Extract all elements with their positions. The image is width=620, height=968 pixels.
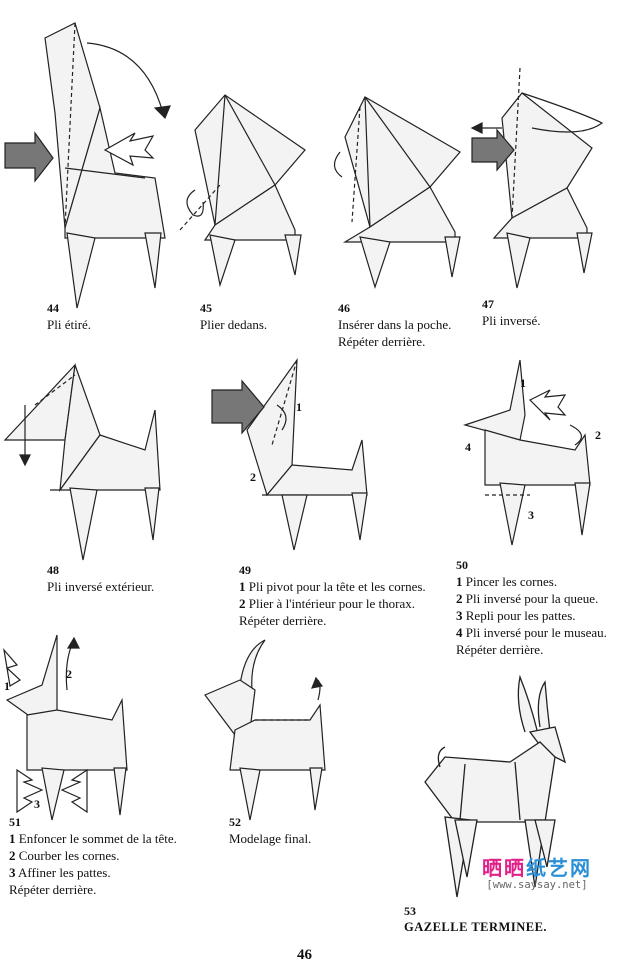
step-marker: 2 (239, 596, 246, 611)
step-text: Répéter derrière. (456, 642, 544, 657)
caption-line: 1 Pli pivot pour la tête et les cornes. (239, 578, 426, 595)
diagram-label-2: 2 (66, 667, 72, 681)
step-46-caption: 46 Insérer dans la poche. Répéter derriè… (338, 301, 451, 350)
step-45-diagram (175, 90, 310, 290)
step-text: Repli pour les pattes. (465, 608, 576, 623)
caption-line: Pli inversé extérieur. (47, 579, 155, 594)
caption-line: Insérer dans la poche. (338, 317, 452, 332)
step-49-diagram: 1 2 (211, 355, 377, 555)
caption-line: Modelage final. (229, 831, 312, 846)
diagram-label-1: 1 (520, 376, 526, 390)
step-text: Courber les cornes. (18, 848, 120, 863)
step-marker: 3 (456, 608, 463, 623)
step-44-caption: 44 Pli étiré. (47, 301, 91, 333)
caption-line: Plier dedans. (200, 317, 268, 332)
step-51-caption: 51 1 Enfoncer le sommet de la tête. 2 Co… (9, 815, 177, 898)
step-number: 48 (47, 563, 59, 577)
diagram-label-4: 4 (465, 440, 471, 454)
step-53-diagram (415, 672, 595, 902)
step-49-caption: 49 1 Pli pivot pour la tête et les corne… (239, 563, 426, 629)
step-number: 52 (229, 815, 241, 829)
step-45-caption: 45 Plier dedans. (200, 301, 267, 333)
step-52-caption: 52 Modelage final. (229, 815, 311, 847)
step-marker: 1 (9, 831, 16, 846)
step-marker: 1 (239, 579, 246, 594)
diagram-label-3: 3 (528, 508, 534, 522)
step-text: Pli pivot pour la tête et les cornes. (248, 579, 426, 594)
caption-line: 1 Pincer les cornes. (456, 573, 607, 590)
step-marker: 3 (9, 865, 16, 880)
caption-line: Répéter derrière. (9, 881, 177, 898)
caption-line: 3 Affiner les pattes. (9, 864, 177, 881)
step-47-diagram (470, 67, 612, 293)
step-text: Pli inversé pour la queue. (465, 591, 599, 606)
watermark: 晒晒纸艺网 [www.saysay.net] (482, 852, 592, 891)
step-number: 47 (482, 297, 494, 311)
caption-line: Pli inversé. (482, 313, 541, 328)
step-number: 53 (404, 904, 416, 918)
step-marker: 2 (456, 591, 463, 606)
page-number: 46 (297, 947, 312, 963)
step-52-diagram (200, 639, 335, 821)
step-marker: 1 (456, 574, 463, 589)
caption-line: 2 Pli inversé pour la queue. (456, 590, 607, 607)
step-number: 49 (239, 563, 251, 577)
diagram-label-2: 2 (250, 470, 256, 484)
step-text: Répéter derrière. (9, 882, 97, 897)
step-47-caption: 47 Pli inversé. (482, 297, 541, 329)
watermark-part2: 纸艺网 (526, 856, 592, 880)
diagram-label-3: 3 (34, 797, 40, 811)
step-50-diagram: 1 2 3 4 (450, 355, 615, 555)
watermark-part1: 晒晒 (482, 856, 526, 880)
caption-line: 2 Courber les cornes. (9, 847, 177, 864)
step-text: Pli inversé pour le museau. (465, 625, 607, 640)
step-marker: 4 (456, 625, 463, 640)
caption-line: 1 Enfoncer le sommet de la tête. (9, 830, 177, 847)
diagram-label-1: 1 (296, 400, 302, 414)
step-50-caption: 50 1 Pincer les cornes. 2 Pli inversé po… (456, 558, 607, 658)
step-48-diagram (3, 360, 165, 565)
step-number: 46 (338, 301, 350, 315)
step-text: Plier à l'intérieur pour le thorax. (248, 596, 415, 611)
caption-line: 2 Plier à l'intérieur pour le thorax. (239, 595, 426, 612)
step-text: Enfoncer le sommet de la tête. (18, 831, 177, 846)
step-text: Pincer les cornes. (465, 574, 558, 589)
watermark-site-name: 晒晒纸艺网 (482, 856, 592, 880)
caption-line: Pli étiré. (47, 317, 92, 332)
caption-line: Répéter derrière. (456, 641, 607, 658)
caption-line: 3 Repli pour les pattes. (456, 607, 607, 624)
diagram-label-2: 2 (595, 428, 601, 442)
step-44-diagram (4, 18, 171, 313)
caption-line: GAZELLE TERMINEE. (404, 920, 548, 934)
step-48-caption: 48 Pli inversé extérieur. (47, 563, 154, 595)
step-53-caption: 53 GAZELLE TERMINEE. (404, 904, 547, 936)
caption-line: 4 Pli inversé pour le museau. (456, 624, 607, 641)
step-text: Répéter derrière. (239, 613, 327, 628)
step-number: 45 (200, 301, 212, 315)
step-51-diagram: 1 2 3 (2, 630, 147, 821)
caption-line: Répéter derrière. (239, 612, 426, 629)
step-number: 51 (9, 815, 21, 829)
watermark-url: [www.saysay.net] (486, 879, 588, 891)
step-text: Affiner les pattes. (18, 865, 111, 880)
step-46-diagram (330, 92, 470, 292)
diagram-label-1: 1 (4, 679, 10, 693)
step-marker: 2 (9, 848, 16, 863)
step-number: 50 (456, 558, 468, 572)
caption-line: Répéter derrière. (338, 334, 426, 349)
step-number: 44 (47, 301, 59, 315)
